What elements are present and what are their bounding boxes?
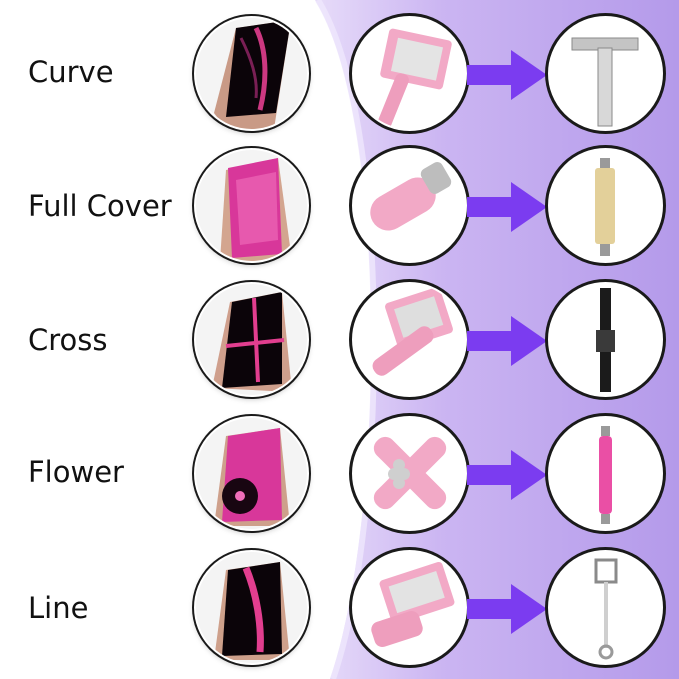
row-label: Curve [28, 55, 114, 89]
arrow-icon [467, 182, 547, 232]
flower-cat-eye-nail-icon [194, 416, 309, 531]
row-label: Line [28, 591, 89, 625]
row-label: Cross [28, 323, 108, 357]
curve-cat-eye-nail-icon [194, 16, 309, 131]
black-bar-magnet-icon [548, 282, 663, 397]
arrow-icon [467, 50, 547, 100]
arrow-icon [467, 584, 547, 634]
line-cat-eye-nail-icon [194, 550, 309, 665]
curve-magnet-tool-icon [352, 16, 467, 131]
row-label: Flower [28, 455, 124, 489]
arrow-icon [467, 316, 547, 366]
line-magnet-tool-icon [352, 550, 467, 665]
row-full-cover: Full Cover [0, 142, 679, 267]
wooden-stick-magnet-icon [548, 148, 663, 263]
cross-magnet-tool-icon [352, 282, 467, 397]
row-cross: Cross [0, 276, 679, 401]
line-stick-magnet-icon [548, 550, 663, 665]
full-cover-cat-eye-nail-icon [194, 148, 309, 263]
pink-pen-magnet-icon [548, 416, 663, 531]
cross-cat-eye-nail-icon [194, 282, 309, 397]
cylinder-magnet-tool-icon [352, 148, 467, 263]
arrow-icon [467, 450, 547, 500]
row-flower: Flower [0, 410, 679, 535]
flower-magnet-tool-icon [352, 416, 467, 531]
row-label: Full Cover [28, 189, 172, 223]
t-shape-magnet-icon [548, 16, 663, 131]
row-curve: Curve [0, 10, 679, 135]
row-line: Line [0, 544, 679, 669]
